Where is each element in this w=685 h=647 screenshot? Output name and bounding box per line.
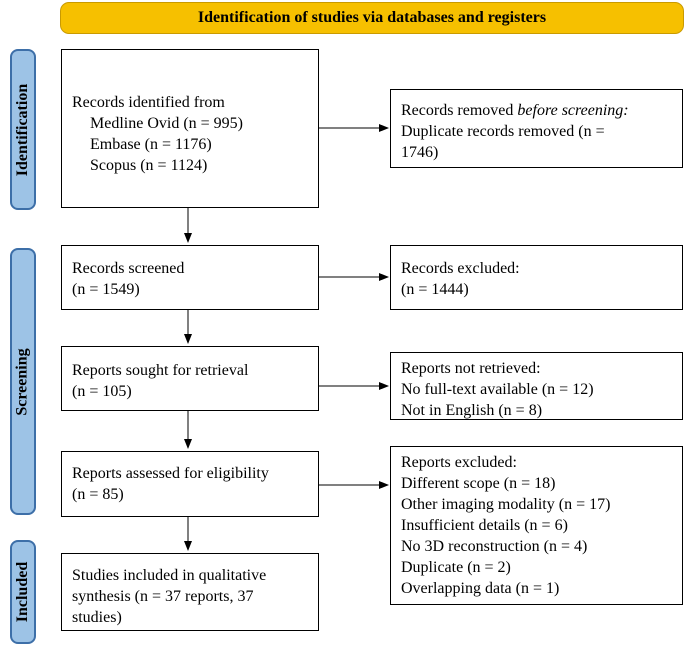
reason-overlapping-data: Overlapping data (n = 1) <box>401 580 560 597</box>
diagram-header: Identification of studies via databases … <box>60 2 684 34</box>
duplicates-removed-count: 1746) <box>401 144 439 161</box>
reports-excluded-title: Reports excluded: <box>401 454 517 471</box>
source-embase: Embase (n = 1176) <box>90 136 212 153</box>
records-screened-count: (n = 1549) <box>72 281 140 298</box>
studies-included-box: Studies included in qualitative synthesi… <box>61 553 319 631</box>
reports-not-retrieved-box: Reports not retrieved: No full-text avai… <box>390 352 683 420</box>
no-full-text: No full-text available (n = 12) <box>401 381 594 398</box>
records-screened-label: Records screened <box>72 260 185 277</box>
studies-included-line3: studies) <box>72 609 122 626</box>
duplicates-removed: Duplicate records removed (n = <box>401 123 605 140</box>
reason-different-scope: Different scope (n = 18) <box>401 475 556 492</box>
phase-included: Included <box>10 540 36 644</box>
records-identified-title: Records identified from <box>72 94 225 111</box>
reports-excluded-box: Reports excluded: Different scope (n = 1… <box>390 446 683 605</box>
records-excluded-label: Records excluded: <box>401 260 520 277</box>
records-excluded-box: Records excluded: (n = 1444) <box>390 245 683 310</box>
records-excluded-count: (n = 1444) <box>401 281 469 298</box>
source-medline: Medline Ovid (n = 995) <box>90 115 243 132</box>
reason-insufficient-details: Insufficient details (n = 6) <box>401 517 568 534</box>
studies-included-line2: synthesis (n = 37 reports, 37 <box>72 588 254 605</box>
reports-sought-box: Reports sought for retrieval (n = 105) <box>61 346 319 411</box>
reason-other-imaging: Other imaging modality (n = 17) <box>401 496 611 513</box>
reason-no-3d-reconstruction: No 3D reconstruction (n = 4) <box>401 538 588 555</box>
reports-not-retrieved-label: Reports not retrieved: <box>401 360 541 377</box>
reports-assessed-count: (n = 85) <box>72 486 124 503</box>
reports-assessed-label: Reports assessed for eligibility <box>72 465 269 482</box>
reports-sought-count: (n = 105) <box>72 383 132 400</box>
studies-included-line1: Studies included in qualitative <box>72 567 267 584</box>
records-screened-box: Records screened (n = 1549) <box>61 245 319 310</box>
not-in-english: Not in English (n = 8) <box>401 402 543 419</box>
records-removed-box: Records removed before screening: Duplic… <box>390 89 683 168</box>
records-identified-box: Records identified from Medline Ovid (n … <box>61 49 319 208</box>
reports-sought-label: Reports sought for retrieval <box>72 362 249 379</box>
reports-assessed-box: Reports assessed for eligibility (n = 85… <box>61 451 319 517</box>
phase-identification: Identification <box>10 49 36 210</box>
records-removed-heading: Records removed before screening: <box>401 102 629 119</box>
reason-duplicate: Duplicate (n = 2) <box>401 559 511 576</box>
source-scopus: Scopus (n = 1124) <box>90 157 208 174</box>
phase-screening: Screening <box>10 248 36 515</box>
